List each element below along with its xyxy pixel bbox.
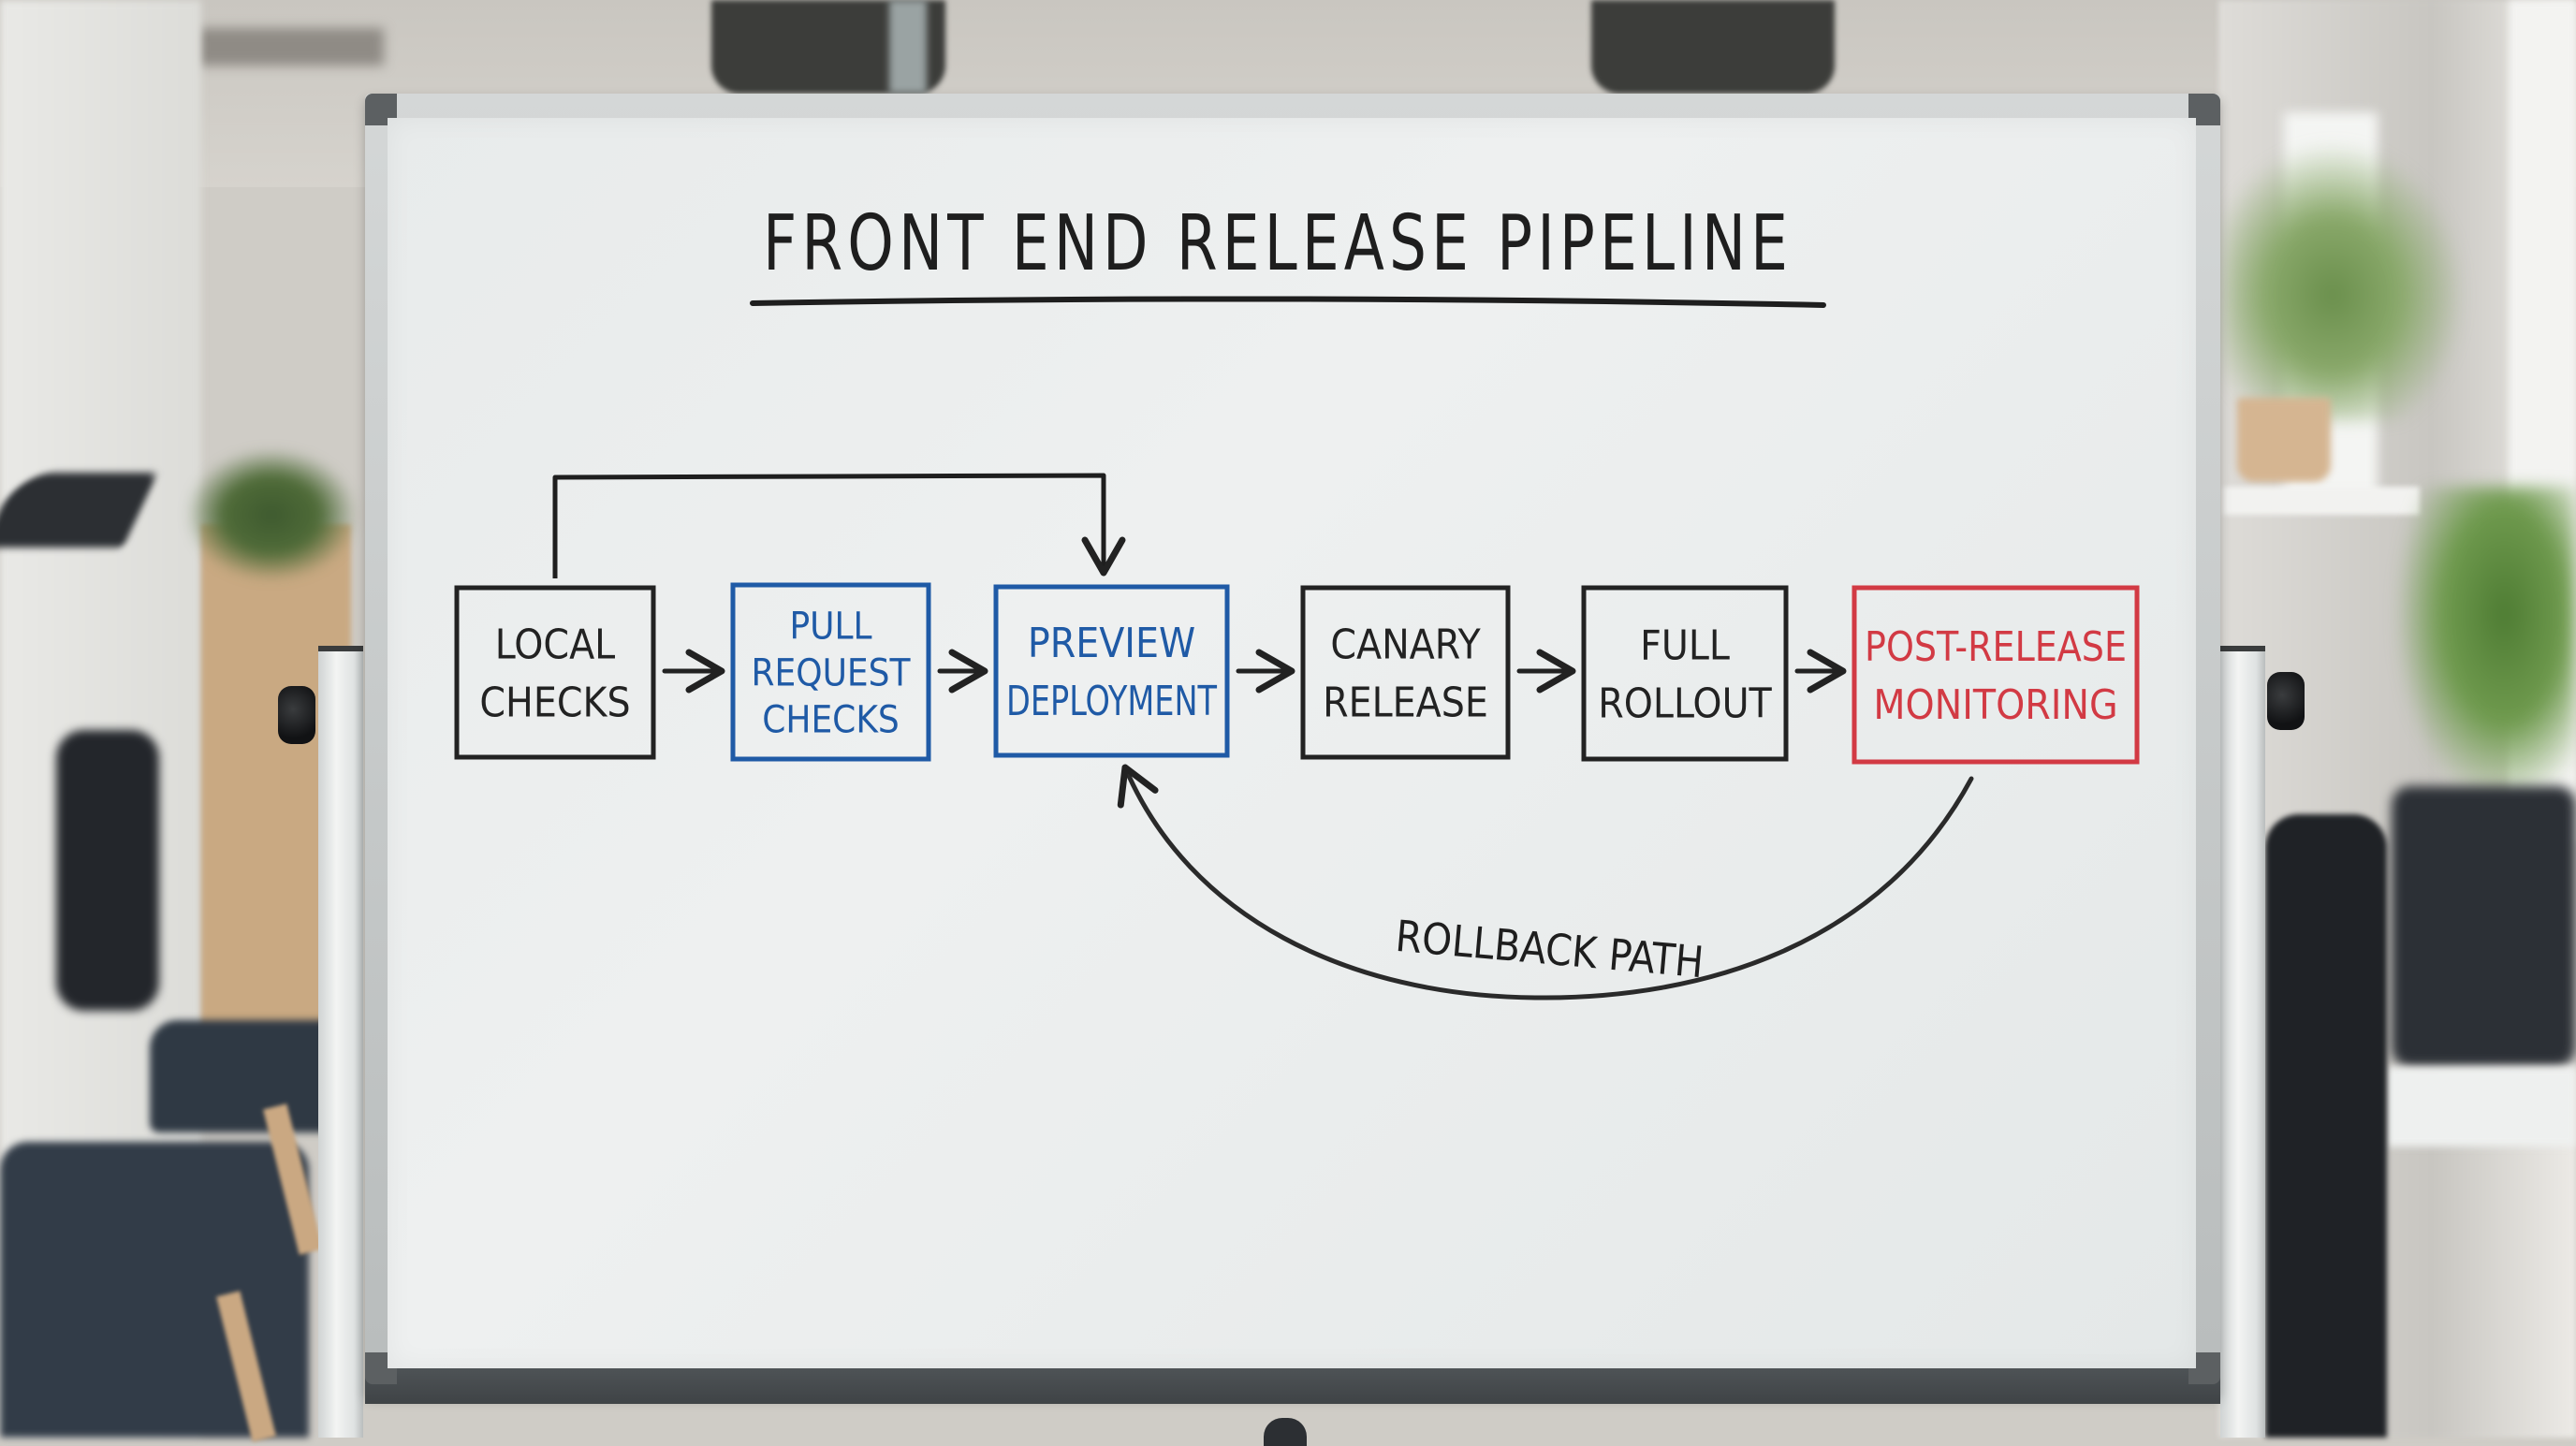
tilt-knob-left[interactable] — [278, 686, 315, 744]
plant — [187, 449, 356, 580]
whiteboard-surface — [388, 118, 2196, 1368]
tilt-knob-right[interactable] — [2267, 672, 2305, 730]
plant-pot — [2237, 398, 2331, 482]
ceiling-pipe — [889, 0, 927, 94]
stand-post-left — [318, 646, 363, 1438]
office-chair — [2392, 786, 2576, 1067]
plant — [2396, 487, 2576, 805]
ceiling-beam — [197, 28, 384, 66]
office-chair — [56, 730, 159, 1011]
stand-base — [1264, 1418, 1307, 1446]
pendant-lamp — [1591, 0, 1835, 94]
desk — [2387, 1067, 2576, 1147]
marker-tray — [365, 1368, 2220, 1404]
shelf — [2223, 487, 2420, 515]
plant — [2223, 140, 2466, 421]
stand-post-right — [2220, 646, 2265, 1438]
office-chair — [2265, 814, 2387, 1438]
